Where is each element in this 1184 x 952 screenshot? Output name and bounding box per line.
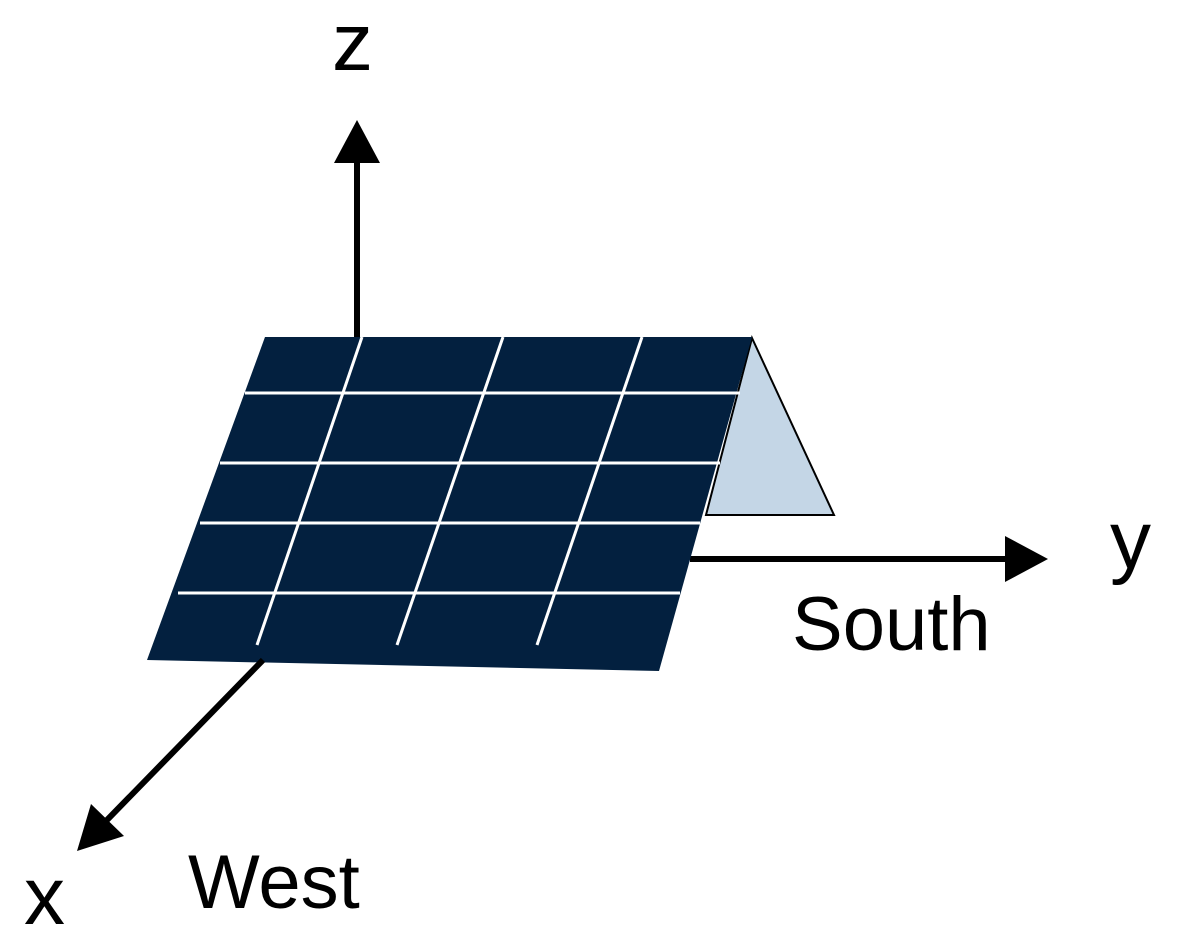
x-axis-label: x: [24, 851, 65, 942]
z-axis-arrowhead: [334, 120, 380, 163]
y-axis-arrowhead: [1005, 536, 1048, 582]
west-direction-label: West: [188, 840, 360, 925]
solar-panel-grid: [178, 336, 740, 646]
z-axis-label: z: [332, 0, 373, 88]
x-axis-line: [104, 657, 266, 823]
south-direction-label: South: [792, 582, 991, 667]
panel-grid-col-line: [395, 336, 505, 646]
y-axis-label: y: [1110, 495, 1151, 586]
solar-panel: [147, 337, 752, 671]
x-axis-arrowhead: [77, 804, 124, 851]
panel-support-triangle: [704, 335, 836, 516]
panel-grid-col-line: [255, 336, 364, 646]
panel-grid-col-line: [535, 336, 644, 646]
